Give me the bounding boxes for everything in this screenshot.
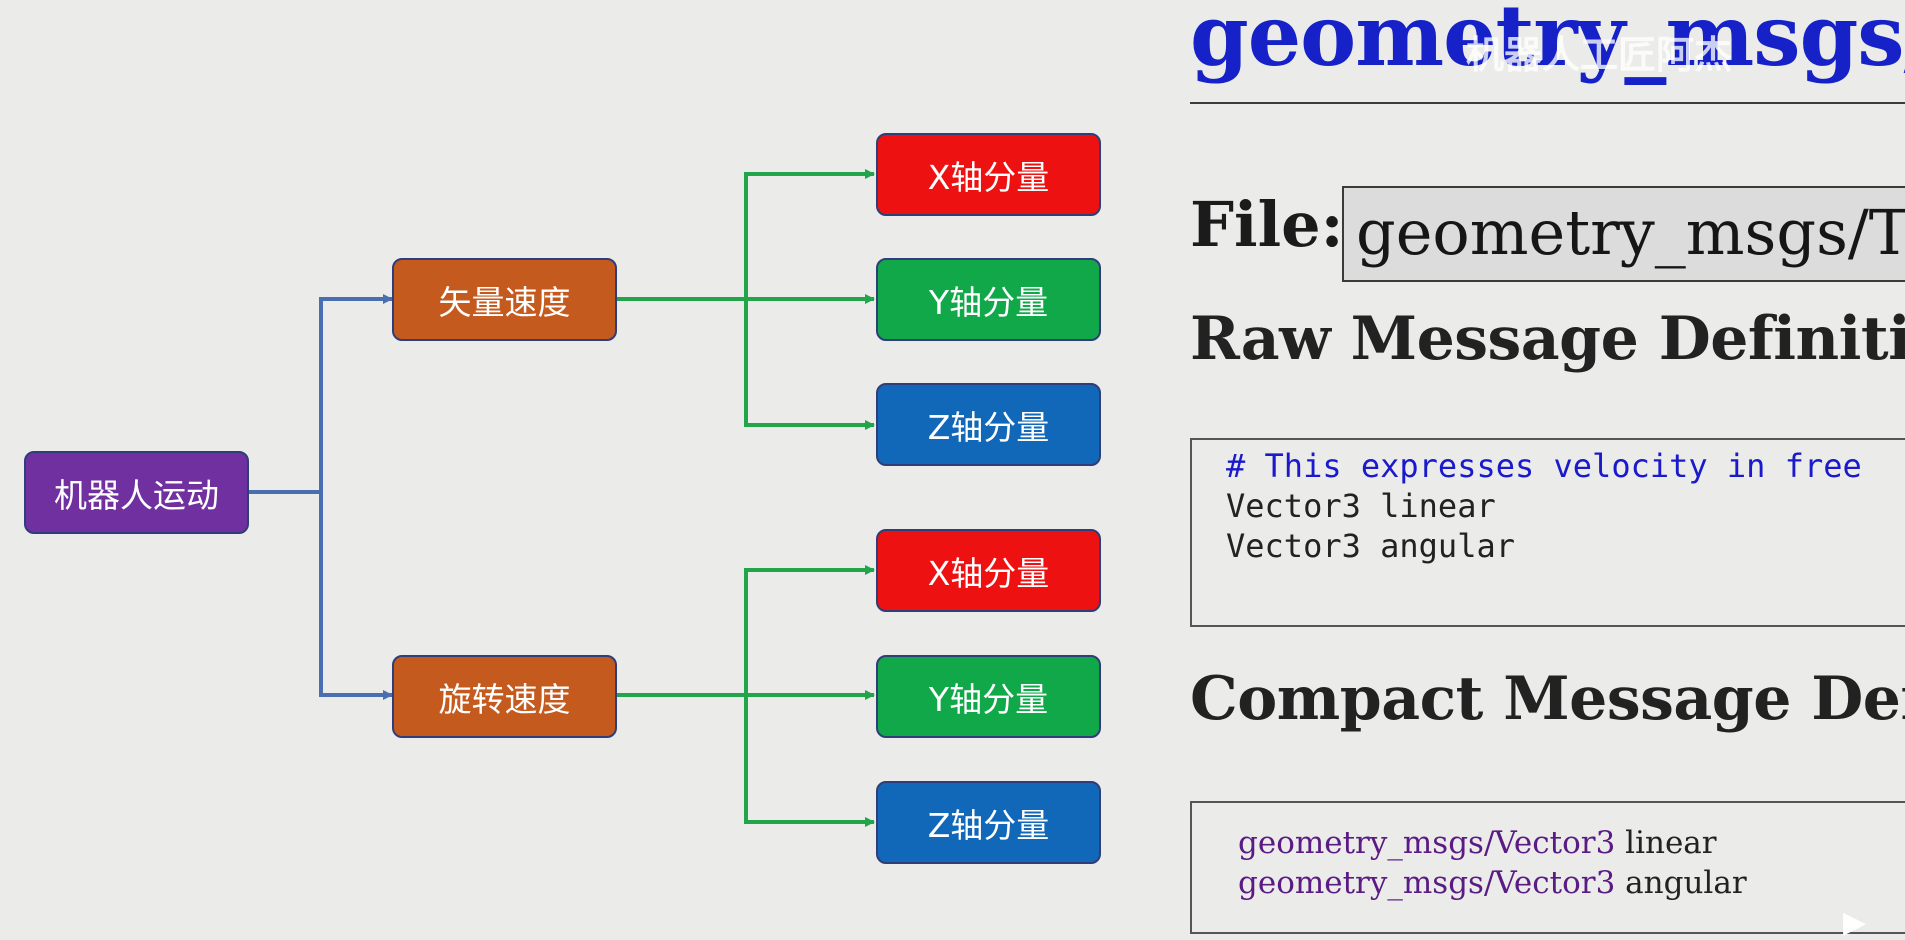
leaf-node-angular-y: Y轴分量	[876, 655, 1101, 738]
file-label: File:	[1190, 188, 1344, 261]
compact-line: geometry_msgs/Vector3 linear	[1238, 823, 1905, 863]
compact-definition-heading: Compact Message Defin	[1190, 664, 1905, 734]
type-link[interactable]: geometry_msgs/Vector3	[1238, 825, 1616, 861]
leaf-node-angular-x: X轴分量	[876, 529, 1101, 612]
watermark-text: 机器人工匠阿杰	[1466, 33, 1733, 77]
ros-doc-panel: geometry_msgs/T 机器人工匠阿杰 File: geometry_m…	[1168, 0, 1905, 940]
robot-motion-mindmap	[249, 169, 875, 827]
type-link[interactable]: geometry_msgs/Vector3	[1238, 865, 1616, 901]
video-play-icon[interactable]: ▶	[1843, 905, 1867, 940]
leaf-node-linear-x: X轴分量	[876, 133, 1101, 216]
raw-definition-heading: Raw Message Definition	[1190, 304, 1905, 374]
code-line: Vector3 linear	[1226, 487, 1496, 525]
connector-root-to-angular	[249, 490, 393, 700]
leaf-node-linear-y: Y轴分量	[876, 258, 1101, 341]
connector-angular-to-z	[617, 693, 875, 827]
connector-linear-to-x	[617, 169, 875, 301]
file-path-box: geometry_msgs/Tw	[1342, 186, 1905, 282]
leaf-node-linear-z: Z轴分量	[876, 383, 1101, 466]
field-name: angular	[1625, 865, 1747, 901]
doc-title: geometry_msgs/T	[1190, 0, 1905, 85]
leaf-node-angular-z: Z轴分量	[876, 781, 1101, 864]
code-line: Vector3 angular	[1226, 527, 1515, 565]
field-name: linear	[1625, 825, 1717, 861]
connector-linear-to-z	[617, 297, 875, 430]
title-divider	[1190, 102, 1905, 104]
angular-leaf-connectors	[617, 565, 875, 827]
linear-leaf-connectors	[617, 169, 875, 430]
connector-root-to-linear	[249, 294, 393, 494]
root-node: 机器人运动	[24, 451, 249, 534]
code-line: # This expresses velocity in free	[1226, 447, 1862, 485]
branch-node-angular: 旋转速度	[392, 655, 617, 738]
branch-node-linear: 矢量速度	[392, 258, 617, 341]
compact-definition-box: geometry_msgs/Vector3 linear geometry_ms…	[1190, 801, 1905, 934]
connector-angular-to-x	[617, 565, 875, 697]
root-connectors	[249, 294, 393, 700]
compact-line: geometry_msgs/Vector3 angular	[1238, 863, 1905, 903]
raw-definition-code: # This expresses velocity in free Vector…	[1190, 438, 1905, 627]
